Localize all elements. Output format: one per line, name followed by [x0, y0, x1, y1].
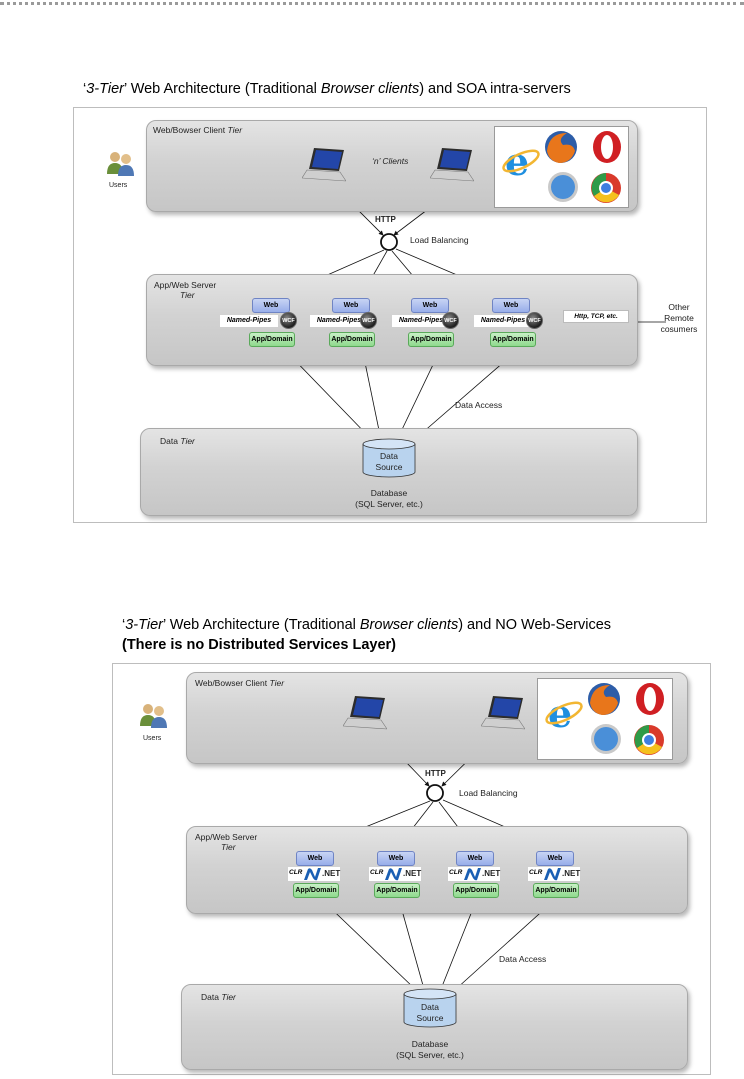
- web-box: Web: [377, 851, 415, 866]
- laptop-icon: [430, 148, 474, 182]
- users-icon: [140, 704, 167, 728]
- data-access-label: Data Access: [499, 954, 547, 964]
- wcf-icon: WCF: [442, 312, 459, 329]
- load-balancer-node: [380, 233, 398, 251]
- named-pipes-label: Named-Pipes: [310, 315, 368, 327]
- dotnet-badge: CLR .NET: [448, 867, 500, 881]
- web-box: Web: [296, 851, 334, 866]
- safari-icon: [548, 172, 578, 202]
- clr-label: CLR: [529, 869, 543, 876]
- clients-label: ‘n’ Clients: [372, 156, 409, 166]
- dotnet-logo-icon: [385, 868, 402, 881]
- net-label: .NET: [403, 869, 422, 878]
- database-cylinder-icon: [362, 438, 416, 478]
- users-label: Users: [143, 735, 162, 742]
- dotnet-badge: CLR .NET: [288, 867, 340, 881]
- clr-label: CLR: [370, 869, 384, 876]
- diagram2-subtitle: (There is no Distributed Services Layer): [122, 637, 396, 653]
- app-domain-box: App/Domain: [408, 332, 454, 347]
- dotnet-logo-icon: [464, 868, 481, 881]
- protocols-label: Http, TCP, etc.: [563, 310, 629, 323]
- diagram1-frame: Web/Bowser Client Tier Users ‘n’ Clients…: [73, 107, 707, 523]
- net-label: .NET: [322, 869, 341, 878]
- internet-explorer-icon: e: [502, 141, 540, 181]
- web-box: Web: [252, 298, 290, 313]
- app-domain-box: App/Domain: [329, 332, 375, 347]
- firefox-icon: [588, 683, 620, 715]
- database-label: Database(SQL Server, etc.): [396, 1039, 464, 1060]
- page-top-dotted-border: [0, 2, 744, 6]
- opera-icon: [636, 683, 664, 715]
- net-label: .NET: [562, 869, 581, 878]
- browser-logos: e: [537, 678, 673, 760]
- client-tier-label: Web/Bowser Client Tier: [195, 678, 285, 688]
- app-domain-box: App/Domain: [453, 883, 499, 898]
- internet-explorer-icon: e: [545, 693, 583, 733]
- wcf-icon: WCF: [526, 312, 543, 329]
- web-box: Web: [411, 298, 449, 313]
- data-access-label: Data Access: [455, 400, 503, 410]
- http-label: HTTP: [375, 215, 396, 224]
- named-pipes-label: Named-Pipes: [220, 315, 278, 327]
- load-balancing-label: Load Balancing: [410, 235, 469, 245]
- http-label: HTTP: [425, 769, 446, 778]
- app-domain-box: App/Domain: [249, 332, 295, 347]
- net-label: .NET: [482, 869, 501, 878]
- diagram2-title: ‘3-Tier’ Web Architecture (Traditional B…: [122, 617, 612, 633]
- data-tier-label: Data Tier: [201, 992, 236, 1002]
- chrome-icon: [591, 173, 621, 203]
- firefox-icon: [545, 131, 577, 163]
- dotnet-badge: CLR .NET: [369, 867, 421, 881]
- chrome-icon: [634, 725, 664, 755]
- dotnet-logo-icon: [544, 868, 561, 881]
- users-icon: [107, 152, 134, 176]
- database-cylinder-icon: [403, 988, 457, 1028]
- load-balancer-node: [426, 784, 444, 802]
- safari-icon: [591, 724, 621, 754]
- laptop-icon: [343, 696, 387, 730]
- named-pipes-label: Named-Pipes: [392, 315, 450, 327]
- web-box: Web: [456, 851, 494, 866]
- browser-logos: e: [494, 126, 629, 208]
- web-box: Web: [492, 298, 530, 313]
- app-domain-box: App/Domain: [293, 883, 339, 898]
- web-box: Web: [332, 298, 370, 313]
- dotnet-badge: CLR .NET: [528, 867, 580, 881]
- client-tier-label: Web/Bowser Client Tier: [153, 125, 243, 135]
- diagram1-title: ‘3-Tier’ Web Architecture (Traditional B…: [83, 81, 571, 97]
- app-domain-box: App/Domain: [533, 883, 579, 898]
- opera-icon: [593, 131, 621, 163]
- wcf-icon: WCF: [360, 312, 377, 329]
- users-label: Users: [109, 182, 128, 189]
- named-pipes-label: Named-Pipes: [474, 315, 532, 327]
- web-box: Web: [536, 851, 574, 866]
- database-label: Database(SQL Server, etc.): [355, 488, 423, 509]
- laptop-icon: [302, 148, 346, 182]
- dotnet-logo-icon: [304, 868, 321, 881]
- load-balancing-label: Load Balancing: [459, 788, 518, 798]
- app-domain-box: App/Domain: [490, 332, 536, 347]
- app-tier-panel: [186, 826, 688, 914]
- clr-label: CLR: [449, 869, 463, 876]
- data-tier-label: Data Tier: [160, 436, 195, 446]
- laptop-icon: [481, 696, 525, 730]
- app-domain-box: App/Domain: [374, 883, 420, 898]
- diagram2-frame: Web/Bowser Client Tier Users e: [112, 663, 711, 1075]
- wcf-icon: WCF: [280, 312, 297, 329]
- clr-label: CLR: [289, 869, 303, 876]
